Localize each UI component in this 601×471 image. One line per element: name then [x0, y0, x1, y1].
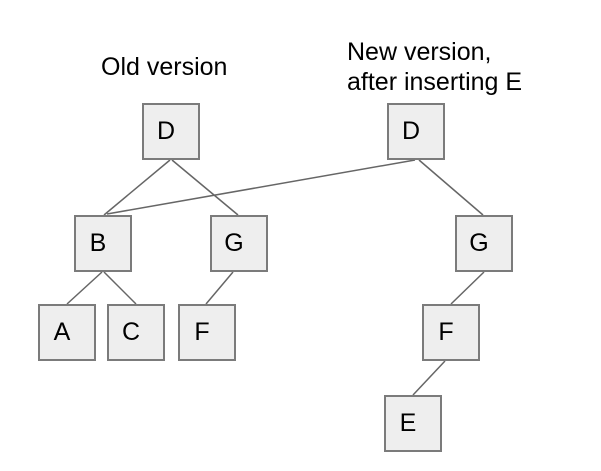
edge-new-d-to-new-g — [418, 159, 484, 216]
edge-old-d-to-old-b — [103, 159, 171, 216]
node-old-b-label: B — [89, 229, 107, 257]
edge-old-g-to-old-f — [205, 271, 234, 305]
node-new-f-label: F — [438, 318, 454, 346]
node-old-g-label: G — [224, 229, 244, 257]
edge-old-b-to-old-c — [103, 271, 137, 305]
old-version-title: Old version — [101, 53, 228, 81]
new-version-title-line2: after inserting E — [347, 68, 523, 96]
node-old-b: B — [74, 215, 132, 272]
node-old-a-label: A — [53, 318, 71, 346]
node-old-d: D — [142, 103, 200, 160]
node-old-d-label: D — [156, 117, 176, 145]
node-new-d-label: D — [401, 117, 421, 145]
node-new-g: G — [455, 215, 513, 272]
node-new-f: F — [422, 304, 480, 361]
node-new-e: E — [384, 395, 442, 452]
new-version-title: New version, after inserting E — [347, 37, 522, 97]
node-old-f: F — [178, 304, 236, 361]
node-old-a: A — [38, 304, 96, 361]
node-new-d: D — [387, 103, 445, 160]
node-new-g-label: G — [469, 229, 489, 257]
node-old-f-label: F — [194, 318, 210, 346]
edge-new-g-to-new-f — [450, 271, 485, 305]
edge-new-f-to-new-e — [412, 360, 446, 396]
edge-new-d-to-old-b-shared — [106, 159, 416, 215]
node-old-c: C — [107, 304, 165, 361]
node-old-g: G — [210, 215, 268, 272]
new-version-title-line1: New version, — [347, 38, 492, 66]
node-old-c-label: C — [121, 318, 141, 346]
edge-old-b-to-old-a — [66, 271, 103, 305]
node-new-e-label: E — [399, 409, 417, 437]
edge-old-d-to-old-g — [171, 159, 239, 216]
